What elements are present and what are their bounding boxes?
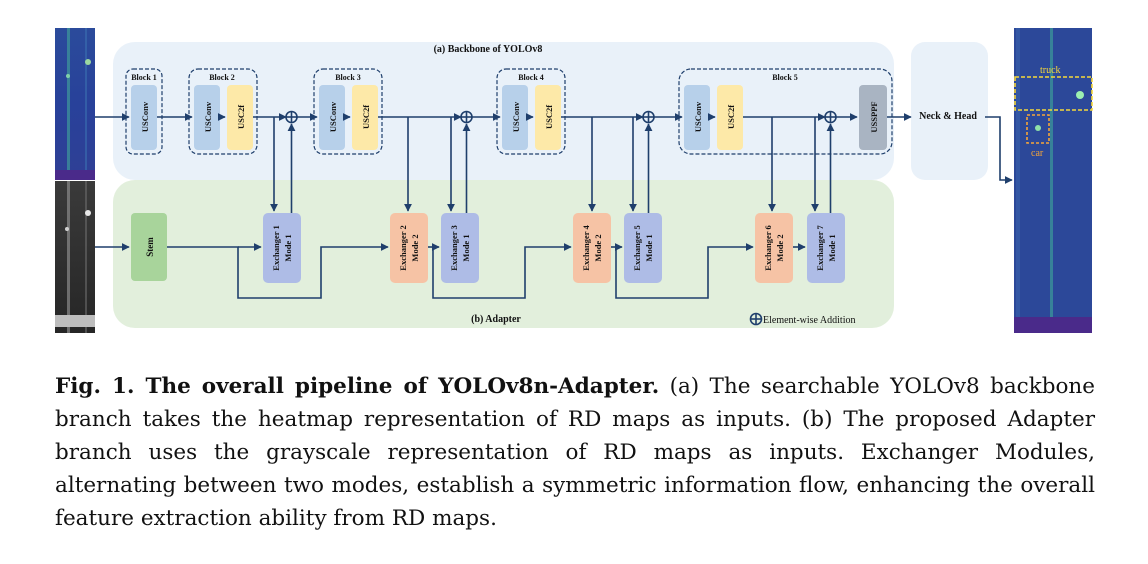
block-1-usconv: USConv [131, 85, 157, 150]
block-3 [313, 68, 383, 155]
addition-node-1 [285, 110, 298, 124]
block-5-title: Block 5 [772, 73, 798, 82]
caption-title: Fig. 1. The overall pipeline of YOLOv8n-… [55, 374, 660, 399]
addition-node-4 [824, 110, 837, 124]
block-3-usc2f: USC2f [352, 85, 378, 150]
block-2-title: Block 2 [209, 73, 235, 82]
svg-text:Mode 1: Mode 1 [461, 234, 471, 261]
block-5-usconv: USConv [684, 85, 710, 150]
figure-caption: Fig. 1. The overall pipeline of YOLOv8n-… [55, 370, 1095, 535]
legend-label: Element-wise Addition [763, 315, 856, 326]
block-5 [678, 68, 893, 155]
svg-text:Exchanger 1: Exchanger 1 [271, 225, 281, 270]
svg-text:Mode 1: Mode 1 [283, 234, 293, 261]
block-5-usspff: USSPPF [859, 85, 887, 150]
heatmap-input-image [55, 28, 95, 180]
block-1-title: Block 1 [131, 73, 157, 82]
block-3-title: Block 3 [335, 73, 361, 82]
detection-output-image: truck car [1014, 28, 1093, 333]
neck-head-label: Neck & Head [919, 111, 977, 122]
exchanger-1: Exchanger 1 Mode 1 [263, 213, 301, 283]
adapter-panel [113, 180, 894, 328]
backbone-title: (a) Backbone of YOLOv8 [434, 44, 543, 55]
block-4-usc2f: USC2f [535, 85, 561, 150]
exchanger-2: Exchanger 2 Mode 2 [390, 213, 428, 283]
svg-text:Exchanger 2: Exchanger 2 [398, 225, 408, 270]
block-2 [188, 68, 258, 155]
block-4-usconv: USConv [502, 85, 528, 150]
car-detection-box [1026, 114, 1050, 144]
svg-text:USC2f: USC2f [361, 105, 371, 129]
block-3-usconv: USConv [319, 85, 345, 150]
adapter-flow [95, 243, 806, 299]
svg-text:Exchanger 4: Exchanger 4 [581, 225, 591, 271]
svg-text:USC2f: USC2f [544, 105, 554, 129]
addition-node-2 [460, 110, 473, 124]
svg-text:USConv: USConv [693, 101, 703, 132]
svg-text:Mode 2: Mode 2 [775, 234, 785, 261]
svg-text:Mode 2: Mode 2 [593, 234, 603, 261]
truck-detection-box [1014, 76, 1093, 111]
pipeline-figure: truck car (a) Backbone of YOLOv8 (b) Ada… [55, 28, 1093, 333]
svg-text:USConv: USConv [140, 101, 150, 132]
exchanger-7: Exchanger 7 Mode 1 [807, 213, 845, 283]
truck-label: truck [1040, 65, 1061, 76]
svg-text:Mode 2: Mode 2 [410, 234, 420, 261]
block-2-usc2f: USC2f [227, 85, 253, 150]
car-label: car [1031, 148, 1044, 159]
svg-text:Exchanger 5: Exchanger 5 [632, 225, 642, 270]
svg-text:Stem: Stem [145, 237, 155, 257]
svg-text:USConv: USConv [511, 101, 521, 132]
svg-text:USSPPF: USSPPF [869, 101, 879, 132]
block-2-usconv: USConv [194, 85, 220, 150]
exchanger-6: Exchanger 6 Mode 2 [755, 213, 793, 283]
svg-text:Exchanger 3: Exchanger 3 [449, 225, 459, 270]
stem-module: Stem [131, 213, 167, 281]
svg-text:Mode 1: Mode 1 [827, 234, 837, 261]
neck-head-panel [911, 42, 988, 180]
exchanger-4: Exchanger 4 Mode 2 [573, 213, 611, 283]
caption-body: (a) The searchable YOLOv8 backbone branc… [55, 374, 1095, 531]
svg-text:USC2f: USC2f [236, 105, 246, 129]
adapter-title: (b) Adapter [471, 314, 521, 325]
grayscale-input-image [55, 181, 95, 333]
svg-text:Exchanger 6: Exchanger 6 [763, 225, 773, 270]
svg-text:USC2f: USC2f [726, 105, 736, 129]
block-5-usc2f: USC2f [717, 85, 743, 150]
exchanger-5: Exchanger 5 Mode 1 [624, 213, 662, 283]
svg-text:USConv: USConv [328, 101, 338, 132]
block-4 [496, 68, 566, 155]
addition-node-3 [642, 110, 655, 124]
svg-text:Mode 1: Mode 1 [644, 234, 654, 261]
exchanger-3: Exchanger 3 Mode 1 [441, 213, 479, 283]
block-4-title: Block 4 [518, 73, 544, 82]
cross-branch-flow [270, 117, 835, 213]
backbone-flow [95, 113, 1013, 184]
legend: Element-wise Addition [749, 312, 856, 326]
block-1 [125, 68, 163, 155]
svg-text:USConv: USConv [203, 101, 213, 132]
svg-text:Exchanger 7: Exchanger 7 [815, 225, 825, 271]
